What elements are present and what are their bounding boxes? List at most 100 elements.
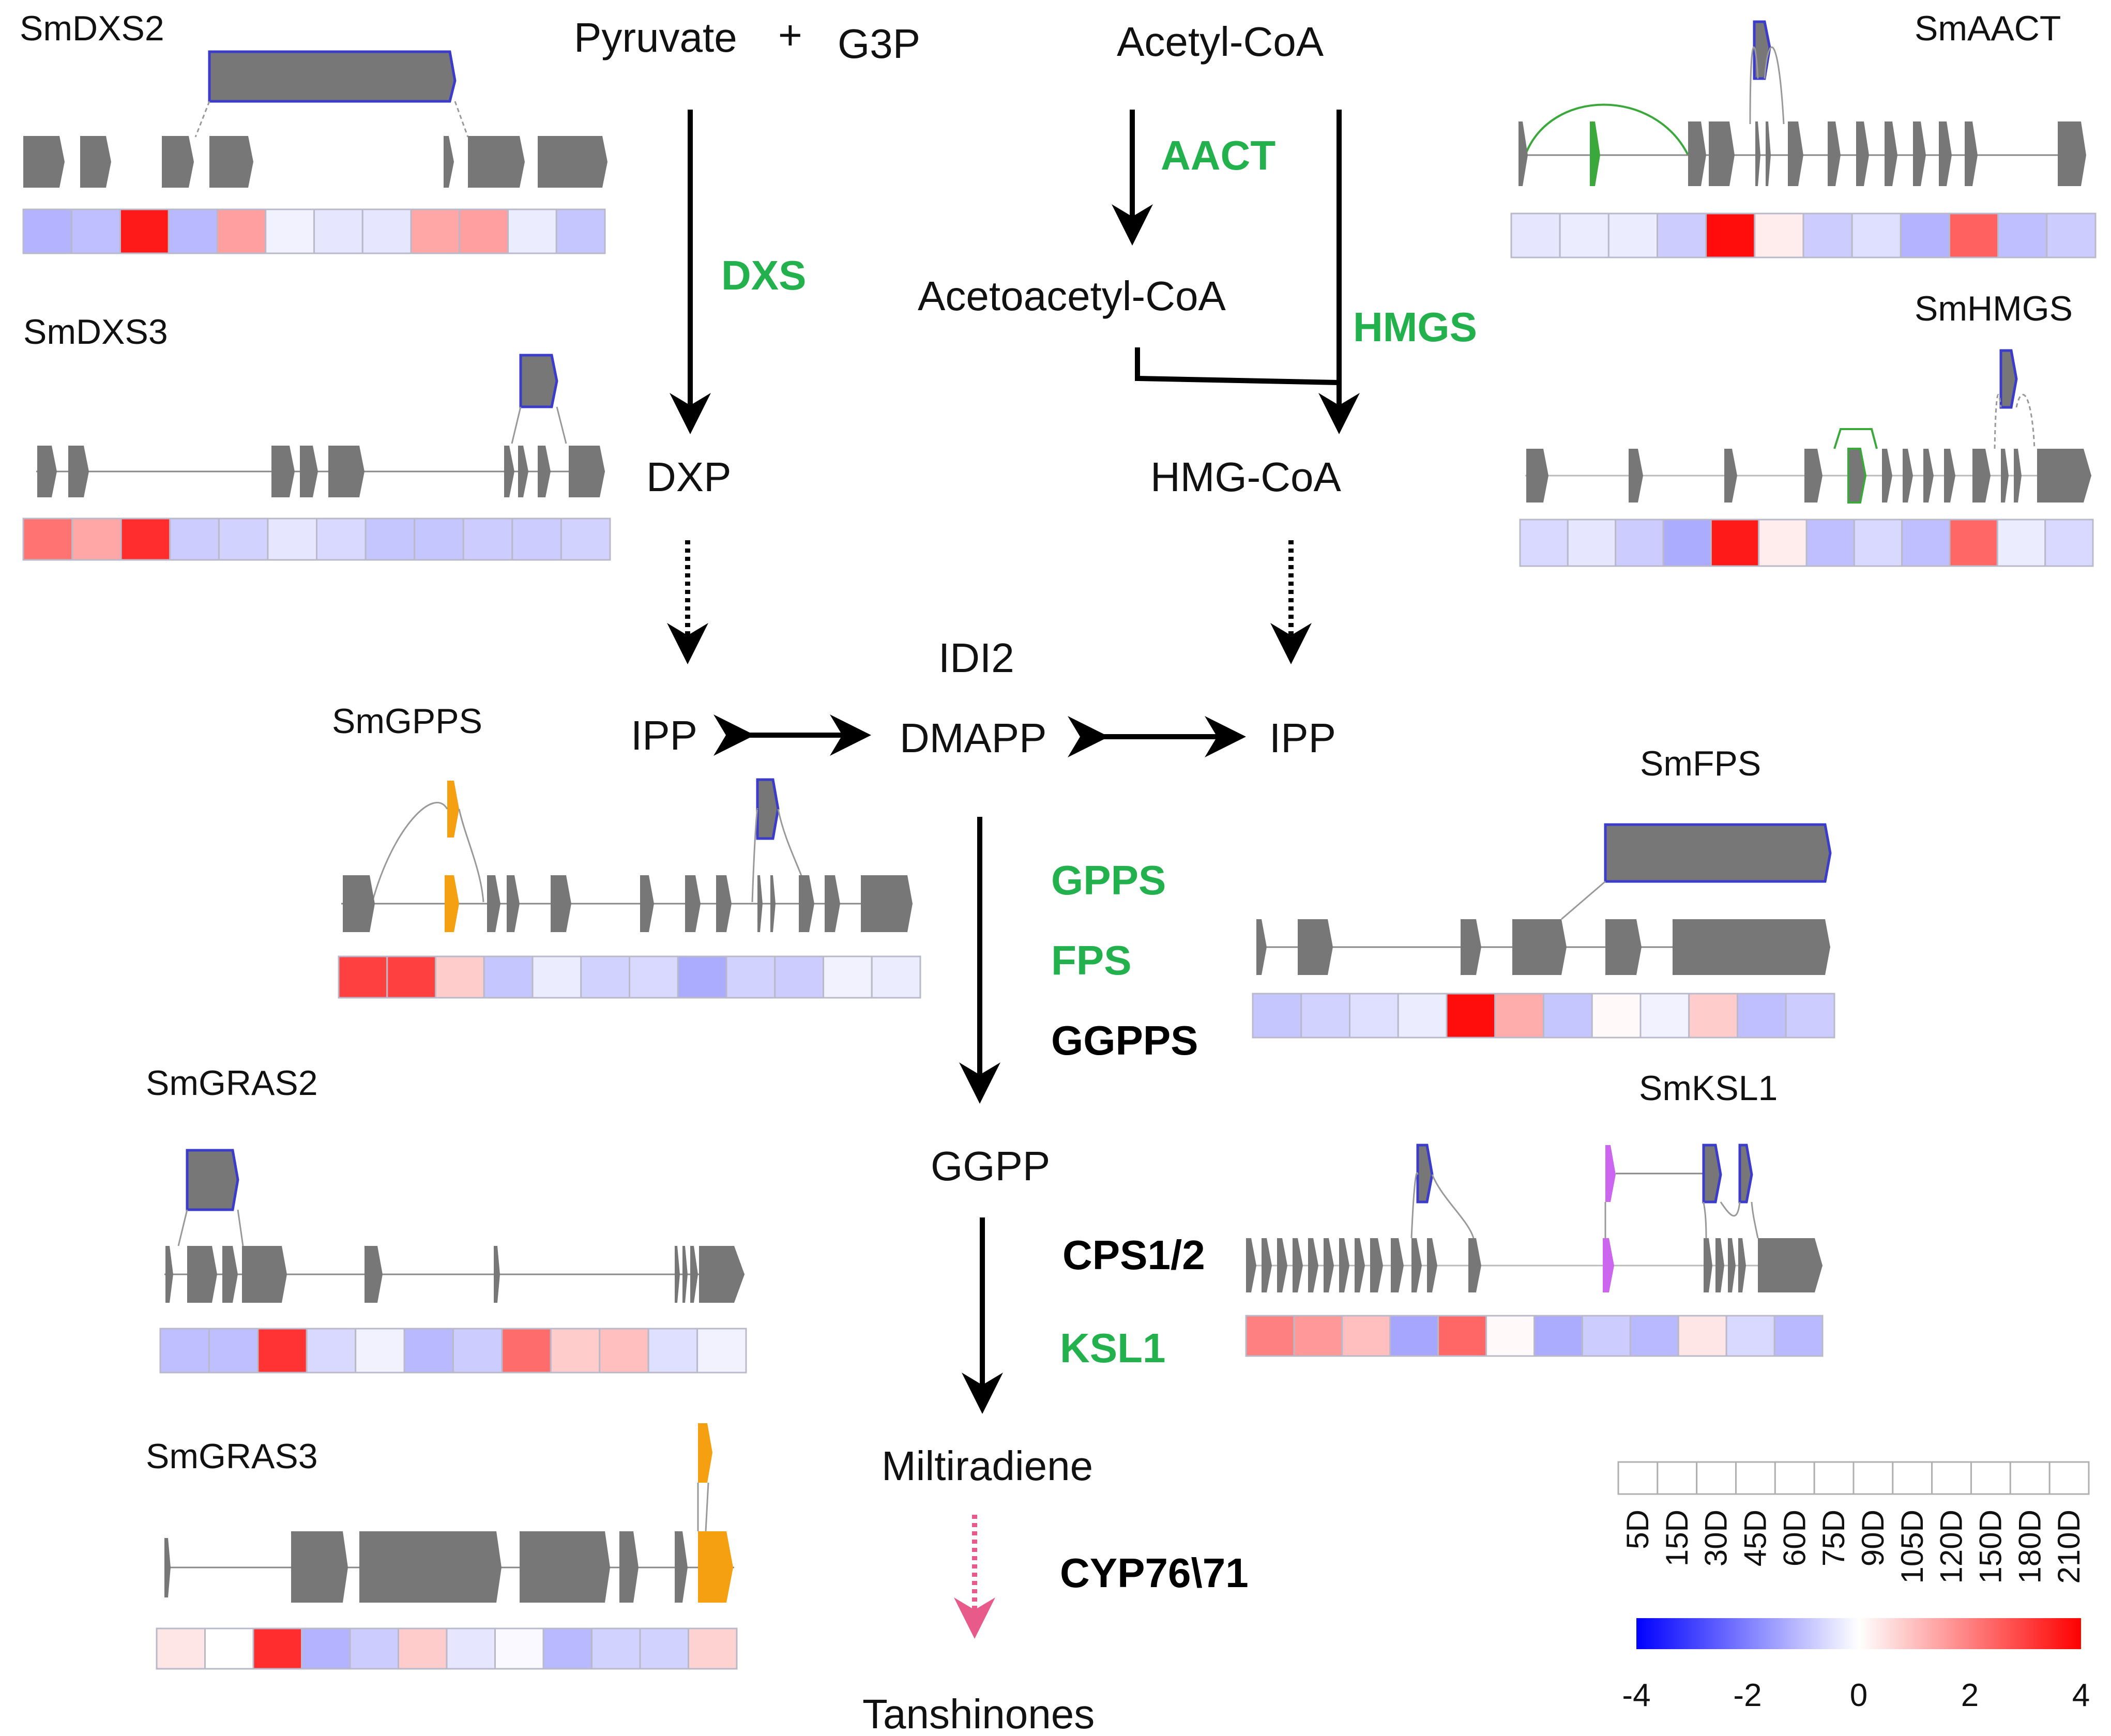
expression-heatmaps (22, 208, 2097, 1670)
heatmap-cell (1559, 212, 1609, 258)
metabolite-hmg-coa: HMG-CoA (1150, 454, 1342, 500)
heatmap-cell (511, 517, 562, 561)
legend-cell (1892, 1461, 1933, 1495)
gene-label-smgras3: SmGRAS3 (146, 1437, 318, 1476)
enzyme-gpps: GPPS (1051, 857, 1166, 903)
heatmap-cell (252, 1627, 302, 1670)
heatmap-cell (1567, 519, 1617, 567)
heatmap-smhmgs (1519, 519, 2094, 567)
heatmap-smfps (1252, 993, 1835, 1039)
color-scale-bar (1636, 1618, 2081, 1649)
heatmap-smaact (1510, 212, 2097, 258)
heatmap-cell (629, 955, 679, 999)
heatmap-cell (1252, 993, 1302, 1039)
enzyme-dxs: DXS (721, 252, 807, 298)
metabolite-tanshinones: Tanshinones (862, 1691, 1095, 1736)
heatmap-cell (446, 1627, 496, 1670)
gene-structure-smgras3 (164, 1423, 734, 1603)
heatmap-cell (22, 517, 73, 561)
heatmap-smksl1 (1245, 1315, 1824, 1357)
heatmap-cell (22, 208, 73, 254)
legend-timepoint-cells (1617, 1461, 2090, 1495)
metabolite-ipp-left: IPP (631, 712, 697, 758)
gene-structure-smhmgs (1525, 349, 2091, 504)
heatmap-cell (647, 1328, 698, 1374)
heatmap-smgras2 (159, 1328, 747, 1374)
heatmap-cell (483, 955, 534, 999)
legend-cell (1735, 1461, 1776, 1495)
heatmap-cell (1662, 519, 1712, 567)
heatmap-cell (531, 955, 582, 999)
heatmap-cell (361, 208, 412, 254)
heatmap-cell (1349, 993, 1399, 1039)
enzyme-ggpps: GGPPS (1051, 1017, 1198, 1063)
legend-cell (1852, 1461, 1894, 1495)
heatmap-cell (550, 1328, 601, 1374)
heatmap-cell (1639, 993, 1690, 1039)
legend-timepoint-label: 210D (2052, 1510, 2086, 1583)
enzyme-ksl1: KSL1 (1060, 1325, 1166, 1371)
heatmap-cell (355, 1328, 405, 1374)
heatmap-cell (1607, 212, 1658, 258)
legend-timepoint-label: 120D (1934, 1510, 1969, 1583)
heatmap-cell (1293, 1315, 1343, 1357)
heatmap-cell (1900, 212, 1950, 258)
heatmap-cell (1901, 519, 1951, 567)
heatmap-cell (725, 955, 776, 999)
gene-structure-smgpps (341, 778, 913, 932)
gene-structure-smdxs2 (23, 50, 608, 188)
legend-timepoint-label: 45D (1738, 1510, 1772, 1566)
heatmap-cell (2044, 519, 2094, 567)
heatmap-cell (639, 1627, 689, 1670)
heatmap-cell (316, 517, 367, 561)
heatmap-smdxs3 (22, 517, 611, 561)
heatmap-cell (1737, 993, 1787, 1039)
heatmap-cell (1705, 212, 1756, 258)
metabolite-dxp: DXP (646, 454, 732, 500)
legend-timepoint-label: 30D (1699, 1510, 1734, 1566)
gene-structure-smgras2 (164, 1149, 745, 1303)
plus-sign: + (778, 12, 802, 58)
gene-label-smaact: SmAACT (1915, 9, 2061, 48)
metabolite-pyruvate: Pyruvate (574, 14, 737, 60)
metabolite-acetoacetyl-coa: Acetoacetyl-CoA (918, 273, 1226, 319)
heatmap-cell (774, 955, 824, 999)
heatmap-cell (1485, 1315, 1535, 1357)
enzyme-hmgs: HMGS (1353, 304, 1477, 350)
heatmap-cell (501, 1328, 552, 1374)
legend-cell (1657, 1461, 1698, 1495)
heatmap-smgras3 (156, 1627, 738, 1670)
gene-label-smksl1: SmKSL1 (1639, 1069, 1778, 1108)
heatmap-cell (1773, 1315, 1824, 1357)
gene-label-smdxs2: SmDXS2 (20, 9, 164, 48)
legend-cell (1696, 1461, 1737, 1495)
heatmap-cell (313, 208, 363, 254)
heatmap-cell (1657, 212, 1707, 258)
heatmap-cell (216, 208, 267, 254)
color-scale-tick-label: -4 (1622, 1678, 1650, 1713)
enzyme-aact: AACT (1161, 132, 1275, 178)
legend-cell (1617, 1461, 1659, 1495)
gene-label-smgras2: SmGRAS2 (146, 1063, 318, 1103)
heatmap-cell (494, 1627, 544, 1670)
heatmap-cell (696, 1328, 747, 1374)
heatmap-cell (119, 208, 170, 254)
heatmap-cell (169, 517, 220, 561)
legend-timepoint-label: 60D (1777, 1510, 1812, 1566)
heatmap-cell (1446, 993, 1496, 1039)
gene-label-smfps: SmFPS (1640, 744, 1761, 783)
heatmap-cell (1785, 993, 1835, 1039)
heatmap-cell (159, 1328, 210, 1374)
legend-cell (2048, 1461, 2090, 1495)
heatmap-cell (1758, 519, 1808, 567)
heatmap-cell (1341, 1315, 1391, 1357)
metabolite-ggpp: GGPP (931, 1143, 1050, 1189)
heatmap-cell (386, 955, 436, 999)
heatmap-cell (1710, 519, 1760, 567)
legend-timepoint-label: 150D (1973, 1510, 2008, 1583)
heatmap-cell (403, 1328, 454, 1374)
heatmap-cell (1688, 993, 1738, 1039)
gene-structure-smfps (1256, 823, 1832, 975)
